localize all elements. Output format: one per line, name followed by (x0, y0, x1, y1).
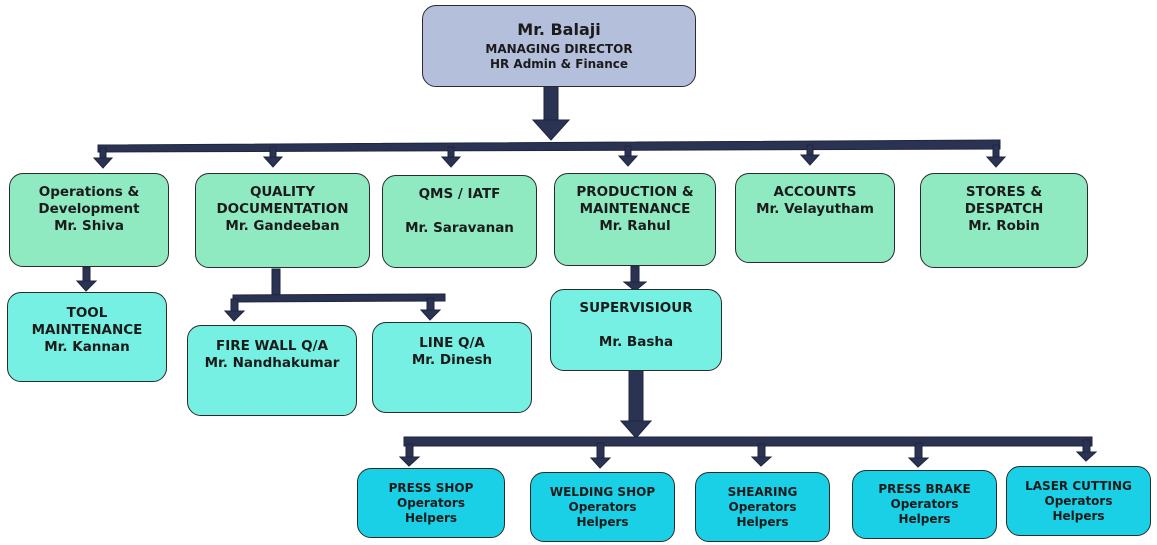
dept-line: QUALITY (249, 184, 316, 200)
ops-line: SHEARING (727, 484, 798, 499)
ops-line: Operators (890, 497, 959, 511)
ops-line: WELDING SHOP (549, 484, 656, 499)
department-operations-development: Operations & Development Mr. Shiva (9, 173, 169, 267)
arrow-supervisor-to-operations (398, 369, 1098, 469)
ops-line: Helpers (736, 514, 789, 529)
operation-press-brake: PRESS BRAKE Operators Helpers (852, 470, 997, 539)
sub-unit-fire-wall-qa: FIRE WALL Q/A Mr. Nandhakumar (187, 325, 357, 416)
dept-person: Mr. Rahul (599, 217, 671, 234)
dept-line: MAINTENANCE (579, 200, 691, 217)
department-stores-despatch: STORES & DESPATCH Mr. Robin (920, 173, 1088, 268)
dept-line: Operations & (38, 184, 140, 200)
sub-person: Mr. Nandhakumar (204, 354, 340, 371)
arrows-quality-to-qa (223, 268, 446, 322)
sub-unit-tool-maintenance: TOOL MAINTENANCE Mr. Kannan (7, 292, 167, 382)
sub-line: SUPERVISIOUR (579, 300, 693, 316)
department-qms-iatf: QMS / IATF Mr. Saravanan (382, 175, 537, 268)
ops-line: Operators (397, 495, 465, 510)
ops-line: Helpers (576, 514, 629, 529)
sub-unit-supervisiour: SUPERVISIOUR Mr. Basha (550, 289, 722, 371)
ops-line: Operators (728, 499, 797, 514)
arrow-md-icon (531, 119, 571, 141)
dept-line: PRODUCTION & (576, 184, 694, 200)
ops-line: Helpers (898, 512, 951, 526)
operation-laser-cutting: LASER CUTTING Operators Helpers (1006, 466, 1151, 536)
operation-welding-shop: WELDING SHOP Operators Helpers (530, 472, 675, 542)
dept-line: DOCUMENTATION (216, 200, 349, 217)
dept-person: Mr. Gandeeban (225, 217, 340, 234)
ops-line: Helpers (404, 510, 458, 525)
dept-person: Mr. Saravanan (405, 219, 514, 236)
sub-line: FIRE WALL Q/A (215, 338, 329, 354)
connector-md-stem (543, 85, 559, 121)
managing-director-box: Mr. Balaji MANAGING DIRECTOR HR Admin & … (422, 5, 696, 87)
dept-line: QMS / IATF (418, 186, 501, 202)
connector-main-bus (97, 139, 1001, 153)
dept-person: Mr. Velayutham (756, 200, 874, 217)
ops-line: Operators (1044, 493, 1113, 508)
dept-person: Mr. Shiva (54, 217, 124, 234)
arrow-production-to-supervisor (622, 265, 648, 292)
sub-person: Mr. Basha (598, 333, 674, 350)
operation-press-shop: PRESS SHOP Operators Helpers (357, 468, 505, 538)
arrow-ops-to-tool (75, 266, 98, 292)
dept-person: Mr. Robin (968, 217, 1040, 234)
dept-line: ACCOUNTS (773, 184, 857, 200)
md-name: Mr. Balaji (517, 20, 601, 39)
dept-line: STORES & (965, 184, 1043, 200)
ops-line: PRESS BRAKE (878, 482, 971, 496)
sub-line: TOOL (66, 305, 108, 321)
arrows-to-departments (92, 144, 1007, 169)
ops-line: Helpers (1052, 508, 1105, 523)
md-title: MANAGING DIRECTOR (485, 42, 633, 56)
sub-person: Mr. Kannan (44, 338, 130, 355)
operation-shearing: SHEARING Operators Helpers (695, 472, 830, 542)
department-production-maintenance: PRODUCTION & MAINTENANCE Mr. Rahul (554, 173, 716, 266)
md-subtitle: HR Admin & Finance (489, 57, 629, 71)
ops-line: PRESS SHOP (388, 480, 474, 495)
sub-unit-line-qa: LINE Q/A Mr. Dinesh (372, 322, 532, 413)
department-quality-documentation: QUALITY DOCUMENTATION Mr. Gandeeban (195, 173, 370, 268)
sub-line: MAINTENANCE (31, 321, 143, 338)
ops-line: LASER CUTTING (1025, 478, 1132, 493)
dept-line: DESPATCH (964, 200, 1044, 217)
sub-line: LINE Q/A (419, 335, 485, 351)
dept-line: Development (38, 200, 140, 217)
sub-person: Mr. Dinesh (411, 351, 493, 368)
department-accounts: ACCOUNTS Mr. Velayutham (735, 173, 895, 263)
ops-line: Operators (568, 499, 637, 514)
